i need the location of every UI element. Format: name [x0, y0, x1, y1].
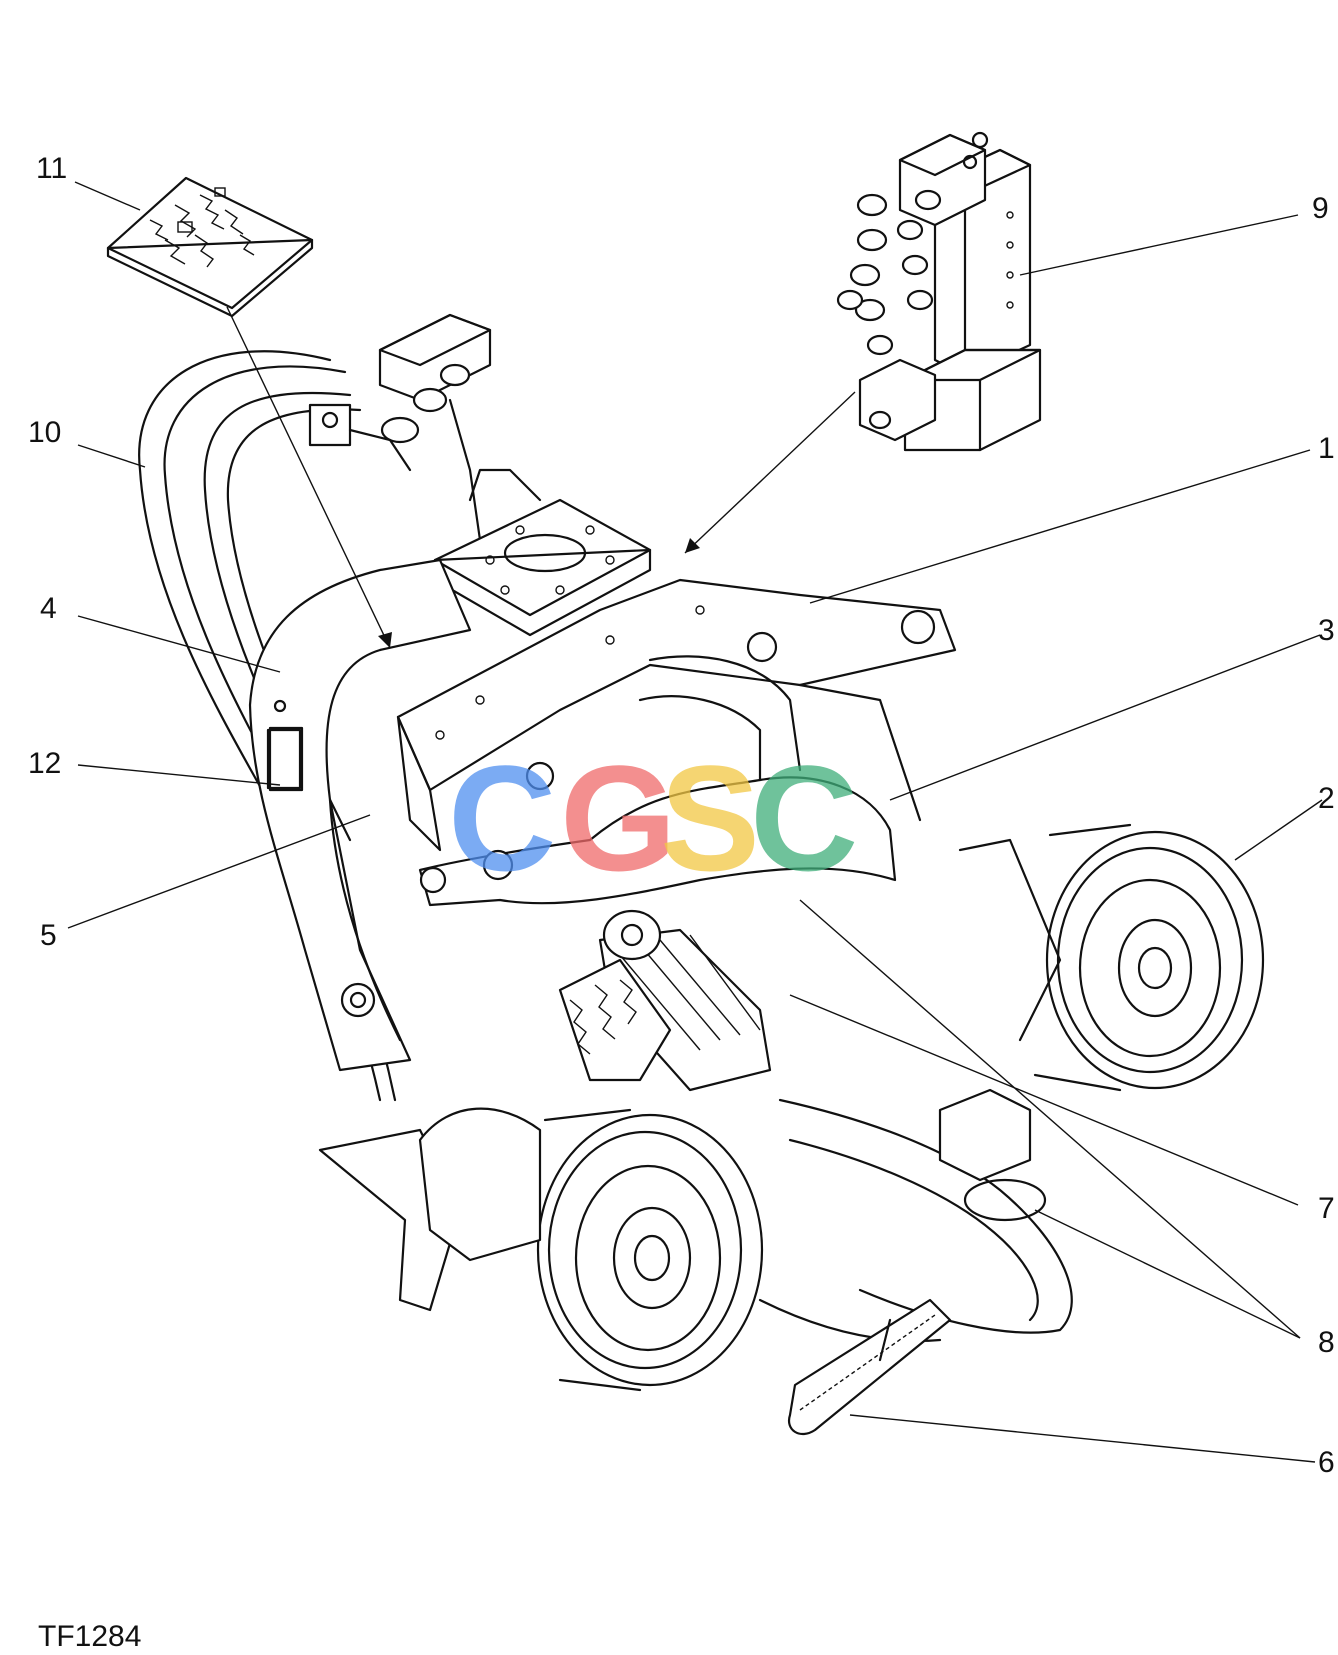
part-11-control-module: [106, 176, 314, 318]
callout-12: 12: [28, 747, 61, 780]
watermark-letter: S: [660, 734, 760, 902]
watermark-letter: G: [560, 734, 677, 902]
watermark-letter: C: [448, 734, 556, 902]
callout-7: 7: [1318, 1192, 1335, 1225]
callout-10: 10: [28, 416, 61, 449]
callout-4: 4: [40, 592, 57, 625]
part-12-label-plate: [266, 728, 302, 790]
watermark-letter: C: [750, 734, 858, 902]
part-9-valve-block: [836, 131, 1042, 452]
top-fittings: [308, 313, 492, 542]
callout-5: 5: [40, 919, 57, 952]
figure-code: TF1284: [38, 1620, 141, 1650]
part-2-right-wheel: [958, 823, 1265, 1092]
part-6-saw-bar: [787, 1298, 952, 1436]
callout-9: 9: [1312, 192, 1329, 225]
callout-3: 3: [1318, 614, 1335, 647]
callout-6: 6: [1318, 1446, 1335, 1479]
main-frame: [248, 558, 472, 1072]
callout-2: 2: [1318, 782, 1335, 815]
callout-1: 1: [1318, 432, 1335, 465]
callout-8: 8: [1318, 1326, 1335, 1359]
part-3-yoke: [418, 655, 897, 907]
lower-frame: [318, 1088, 1073, 1343]
part-1-crossbeam: [396, 578, 957, 852]
part-7-feed-roller: [558, 909, 772, 1092]
callout-11: 11: [36, 152, 67, 185]
callout-labels: 1 2 3 4 5 6 7 8 9 10 11 12: [28, 152, 1335, 1479]
leader-lines: [67, 181, 1323, 1463]
front-left-wheel: [536, 1108, 764, 1392]
watermark: C G S C: [448, 734, 858, 902]
